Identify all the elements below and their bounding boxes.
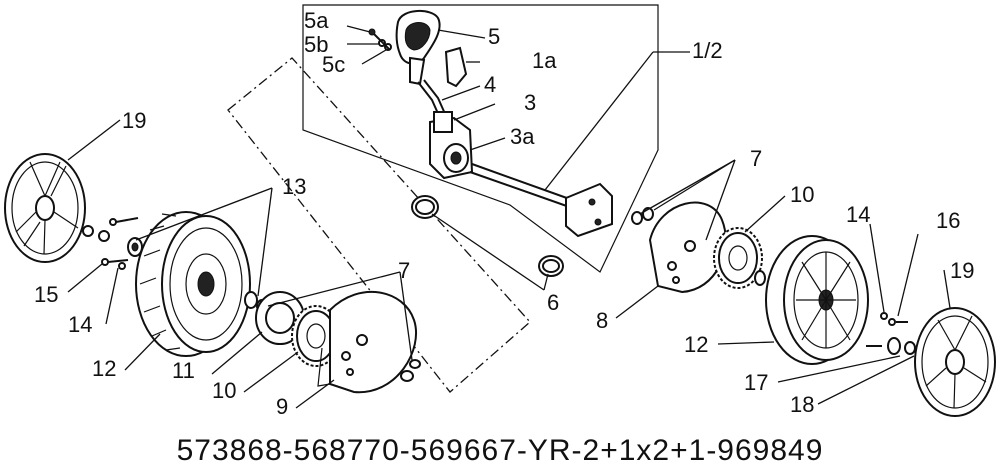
- label-19-right: 19: [950, 258, 974, 283]
- washers-7-right: [631, 207, 654, 225]
- label-10-right: 10: [790, 182, 814, 207]
- gear-cover-right: [648, 201, 727, 294]
- hubcap-left: [4, 153, 86, 263]
- label-16: 16: [936, 208, 960, 233]
- label-13: 13: [282, 174, 306, 199]
- label-14-right: 14: [846, 202, 870, 227]
- label-8: 8: [596, 308, 608, 333]
- label-5c: 5c: [322, 52, 345, 77]
- axle-rod-edge: [471, 163, 579, 203]
- footer-part-code: 573868-568770-569667-YR-2+1x2+1-969849: [177, 434, 824, 467]
- label-7-right: 7: [750, 146, 762, 171]
- label-1a: 1a: [532, 48, 557, 73]
- wheel-left: [135, 211, 251, 357]
- label-3a: 3a: [510, 124, 535, 149]
- label-5a: 5a: [304, 8, 329, 33]
- part-labels: 5a 5b 5c 5 1a 1/2 4 3 3a 7 10 19 13 15 1…: [34, 8, 974, 419]
- bolts-left: [82, 217, 143, 270]
- cover-part-1a: [444, 46, 468, 88]
- bolts-right: [866, 312, 922, 356]
- washer-right: [754, 270, 766, 286]
- label-5: 5: [488, 24, 500, 49]
- label-9: 9: [276, 394, 288, 419]
- gear-right: [713, 227, 763, 289]
- label-19-left: 19: [122, 108, 146, 133]
- handle-shaft-edge: [423, 79, 447, 117]
- label-1-2: 1/2: [692, 38, 723, 63]
- axle-end-plate: [565, 182, 613, 238]
- leader-lines: [67, 25, 951, 409]
- gear-left: [291, 305, 341, 367]
- handle-grip: [395, 10, 441, 86]
- gear-cover-left: [317, 291, 417, 394]
- label-15: 15: [34, 282, 58, 307]
- label-5b: 5b: [304, 32, 328, 57]
- hubcap-right: [914, 307, 996, 417]
- label-12-left: 12: [92, 356, 116, 381]
- bushing-lower: [538, 255, 564, 277]
- label-12-right: 12: [684, 332, 708, 357]
- washers-7-left: [400, 359, 421, 382]
- label-6: 6: [547, 290, 559, 315]
- label-11: 11: [172, 358, 195, 383]
- label-3: 3: [524, 90, 536, 115]
- bushing-upper: [411, 195, 439, 219]
- label-10-left: 10: [212, 378, 236, 403]
- label-18: 18: [790, 392, 814, 417]
- label-17: 17: [744, 370, 768, 395]
- axle-rod: [469, 171, 579, 211]
- screws-5a-5c: [368, 28, 392, 51]
- handle-assembly-frame: [302, 4, 659, 273]
- label-7-left: 7: [398, 258, 410, 283]
- label-14-left: 14: [68, 312, 92, 337]
- gearbox-bracket: [429, 111, 474, 180]
- label-4: 4: [484, 72, 496, 97]
- wheel-right: [765, 235, 869, 365]
